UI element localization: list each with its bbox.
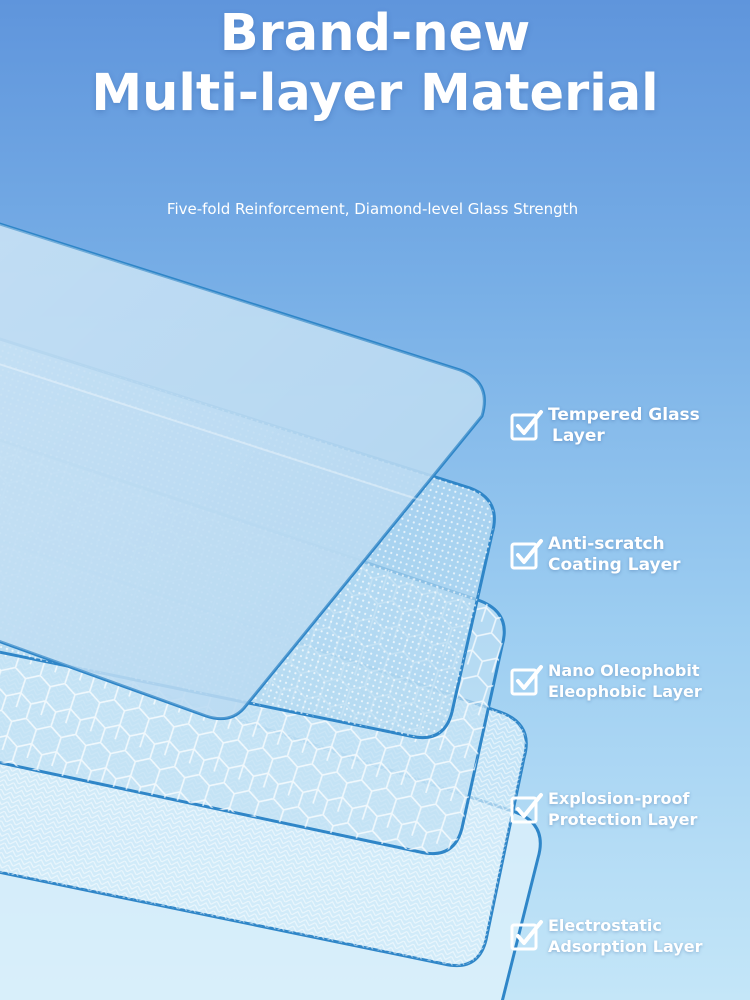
layer-label-anti-scratch: Anti-scratch Coating Layer xyxy=(508,534,748,590)
layer-label-line-1: Tempered Glass xyxy=(548,405,700,425)
layer-label-line-1: Anti-scratch xyxy=(548,534,665,554)
subheadline: Five-fold Reinforcement, Diamond-level G… xyxy=(166,200,579,218)
layer-label-line-2: Protection Layer xyxy=(548,810,698,829)
layer-label-oleophobic: Nano Oleophobit Eleophobic Layer xyxy=(508,660,748,716)
checkbox-icon xyxy=(510,665,543,696)
layer-label-explosion-proof: Explosion-proof Protection Layer xyxy=(508,788,748,844)
layer-labels-list: Tempered Glass Layer Anti-scratch Coatin… xyxy=(508,0,748,1000)
headline-line-2: Multi-layer Material xyxy=(91,64,659,123)
layer-label-line-2: Eleophobic Layer xyxy=(548,682,702,701)
checkbox-icon xyxy=(510,793,543,824)
headline: Brand-new Multi-layer Material xyxy=(0,4,750,124)
layer-label-line-2: Adsorption Layer xyxy=(548,937,703,956)
layer-label-line-1: Nano Oleophobit xyxy=(548,661,700,680)
layer-label-tempered-glass: Tempered Glass Layer xyxy=(508,405,748,461)
checkbox-icon xyxy=(510,920,543,951)
layer-label-line-2: Coating Layer xyxy=(548,555,681,575)
layer-label-line-1: Explosion-proof xyxy=(548,789,690,808)
checkbox-icon xyxy=(510,410,543,441)
layer-label-line-2: Layer xyxy=(552,426,605,446)
tempered-glass-layer-sheet xyxy=(0,222,486,721)
layer-label-electrostatic: Electrostatic Adsorption Layer xyxy=(508,915,748,971)
checkbox-icon xyxy=(510,539,543,570)
layer-label-line-1: Electrostatic xyxy=(548,916,662,935)
headline-line-1: Brand-new xyxy=(219,4,531,63)
